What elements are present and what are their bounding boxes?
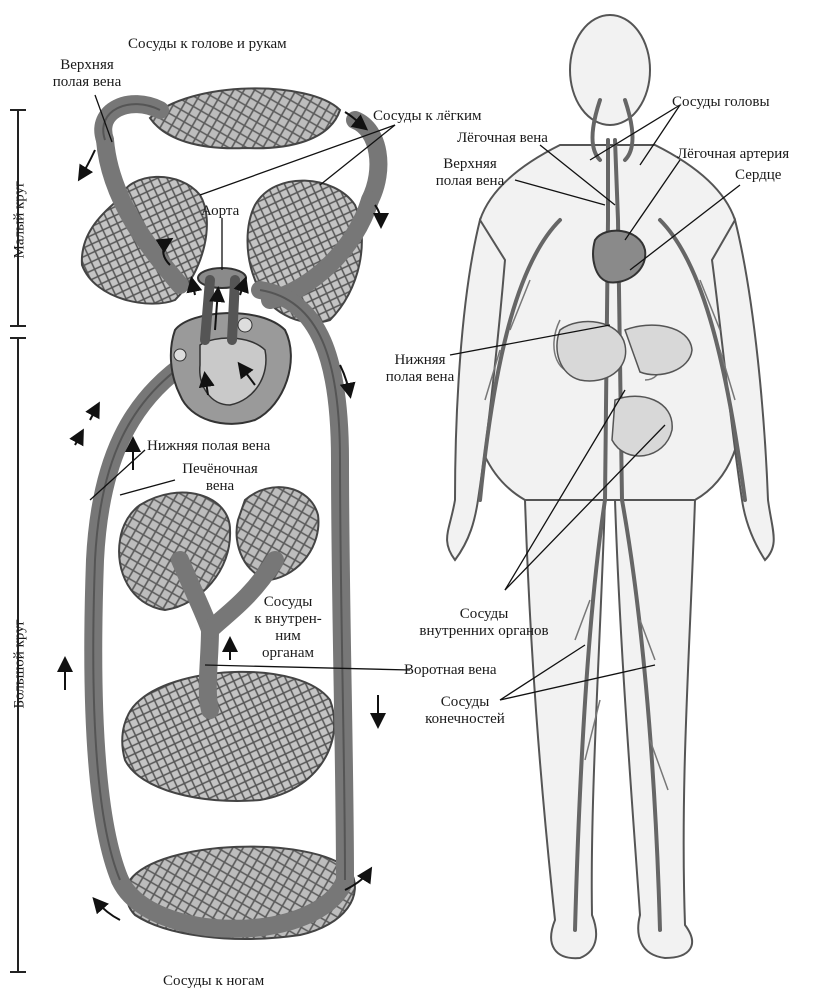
portal-vein-label: Воротная вена xyxy=(404,662,497,679)
small-circle-label: Малый круг xyxy=(12,179,29,259)
organ-vessels-label: Сосуды к внутрен- ним органам xyxy=(248,594,328,662)
liver-capillary-bed xyxy=(119,493,230,610)
superior-vena-cava-label-right: Верхняя полая вена xyxy=(420,156,520,190)
right-leg xyxy=(615,500,695,958)
large-circle-label: Большой круг xyxy=(12,589,29,709)
lung-vessels-label: Сосуды к лёгким xyxy=(373,108,482,125)
heart-label: Сердце xyxy=(735,167,781,184)
head-arms-vessels-label: Сосуды к голове и рукам xyxy=(128,36,287,53)
head-vessels-label: Сосуды головы xyxy=(672,94,770,111)
head xyxy=(570,15,650,125)
pulmonary-vein-label: Лёгочная вена xyxy=(457,130,548,147)
internal-organ-vessels-label: Сосуды внутренних органов xyxy=(404,606,564,640)
hepatic-vein-label: Печёночная вена xyxy=(170,461,270,495)
inferior-vena-cava-label-left: Нижняя полая вена xyxy=(147,438,270,455)
limb-vessels-label: Сосуды конечностей xyxy=(410,694,520,728)
superior-vena-cava-label-left: Верхняя полая вена xyxy=(42,57,132,91)
aorta-label: Аорта xyxy=(201,203,239,220)
intestine-capillary-bed xyxy=(122,672,334,801)
leg-vessels-label: Сосуды к ногам xyxy=(163,973,264,990)
head-arms-capillary-bed xyxy=(150,88,340,148)
inferior-vena-cava-label-right: Нижняя полая вена xyxy=(375,352,465,386)
pulmonary-artery-label: Лёгочная артерия xyxy=(677,146,789,163)
